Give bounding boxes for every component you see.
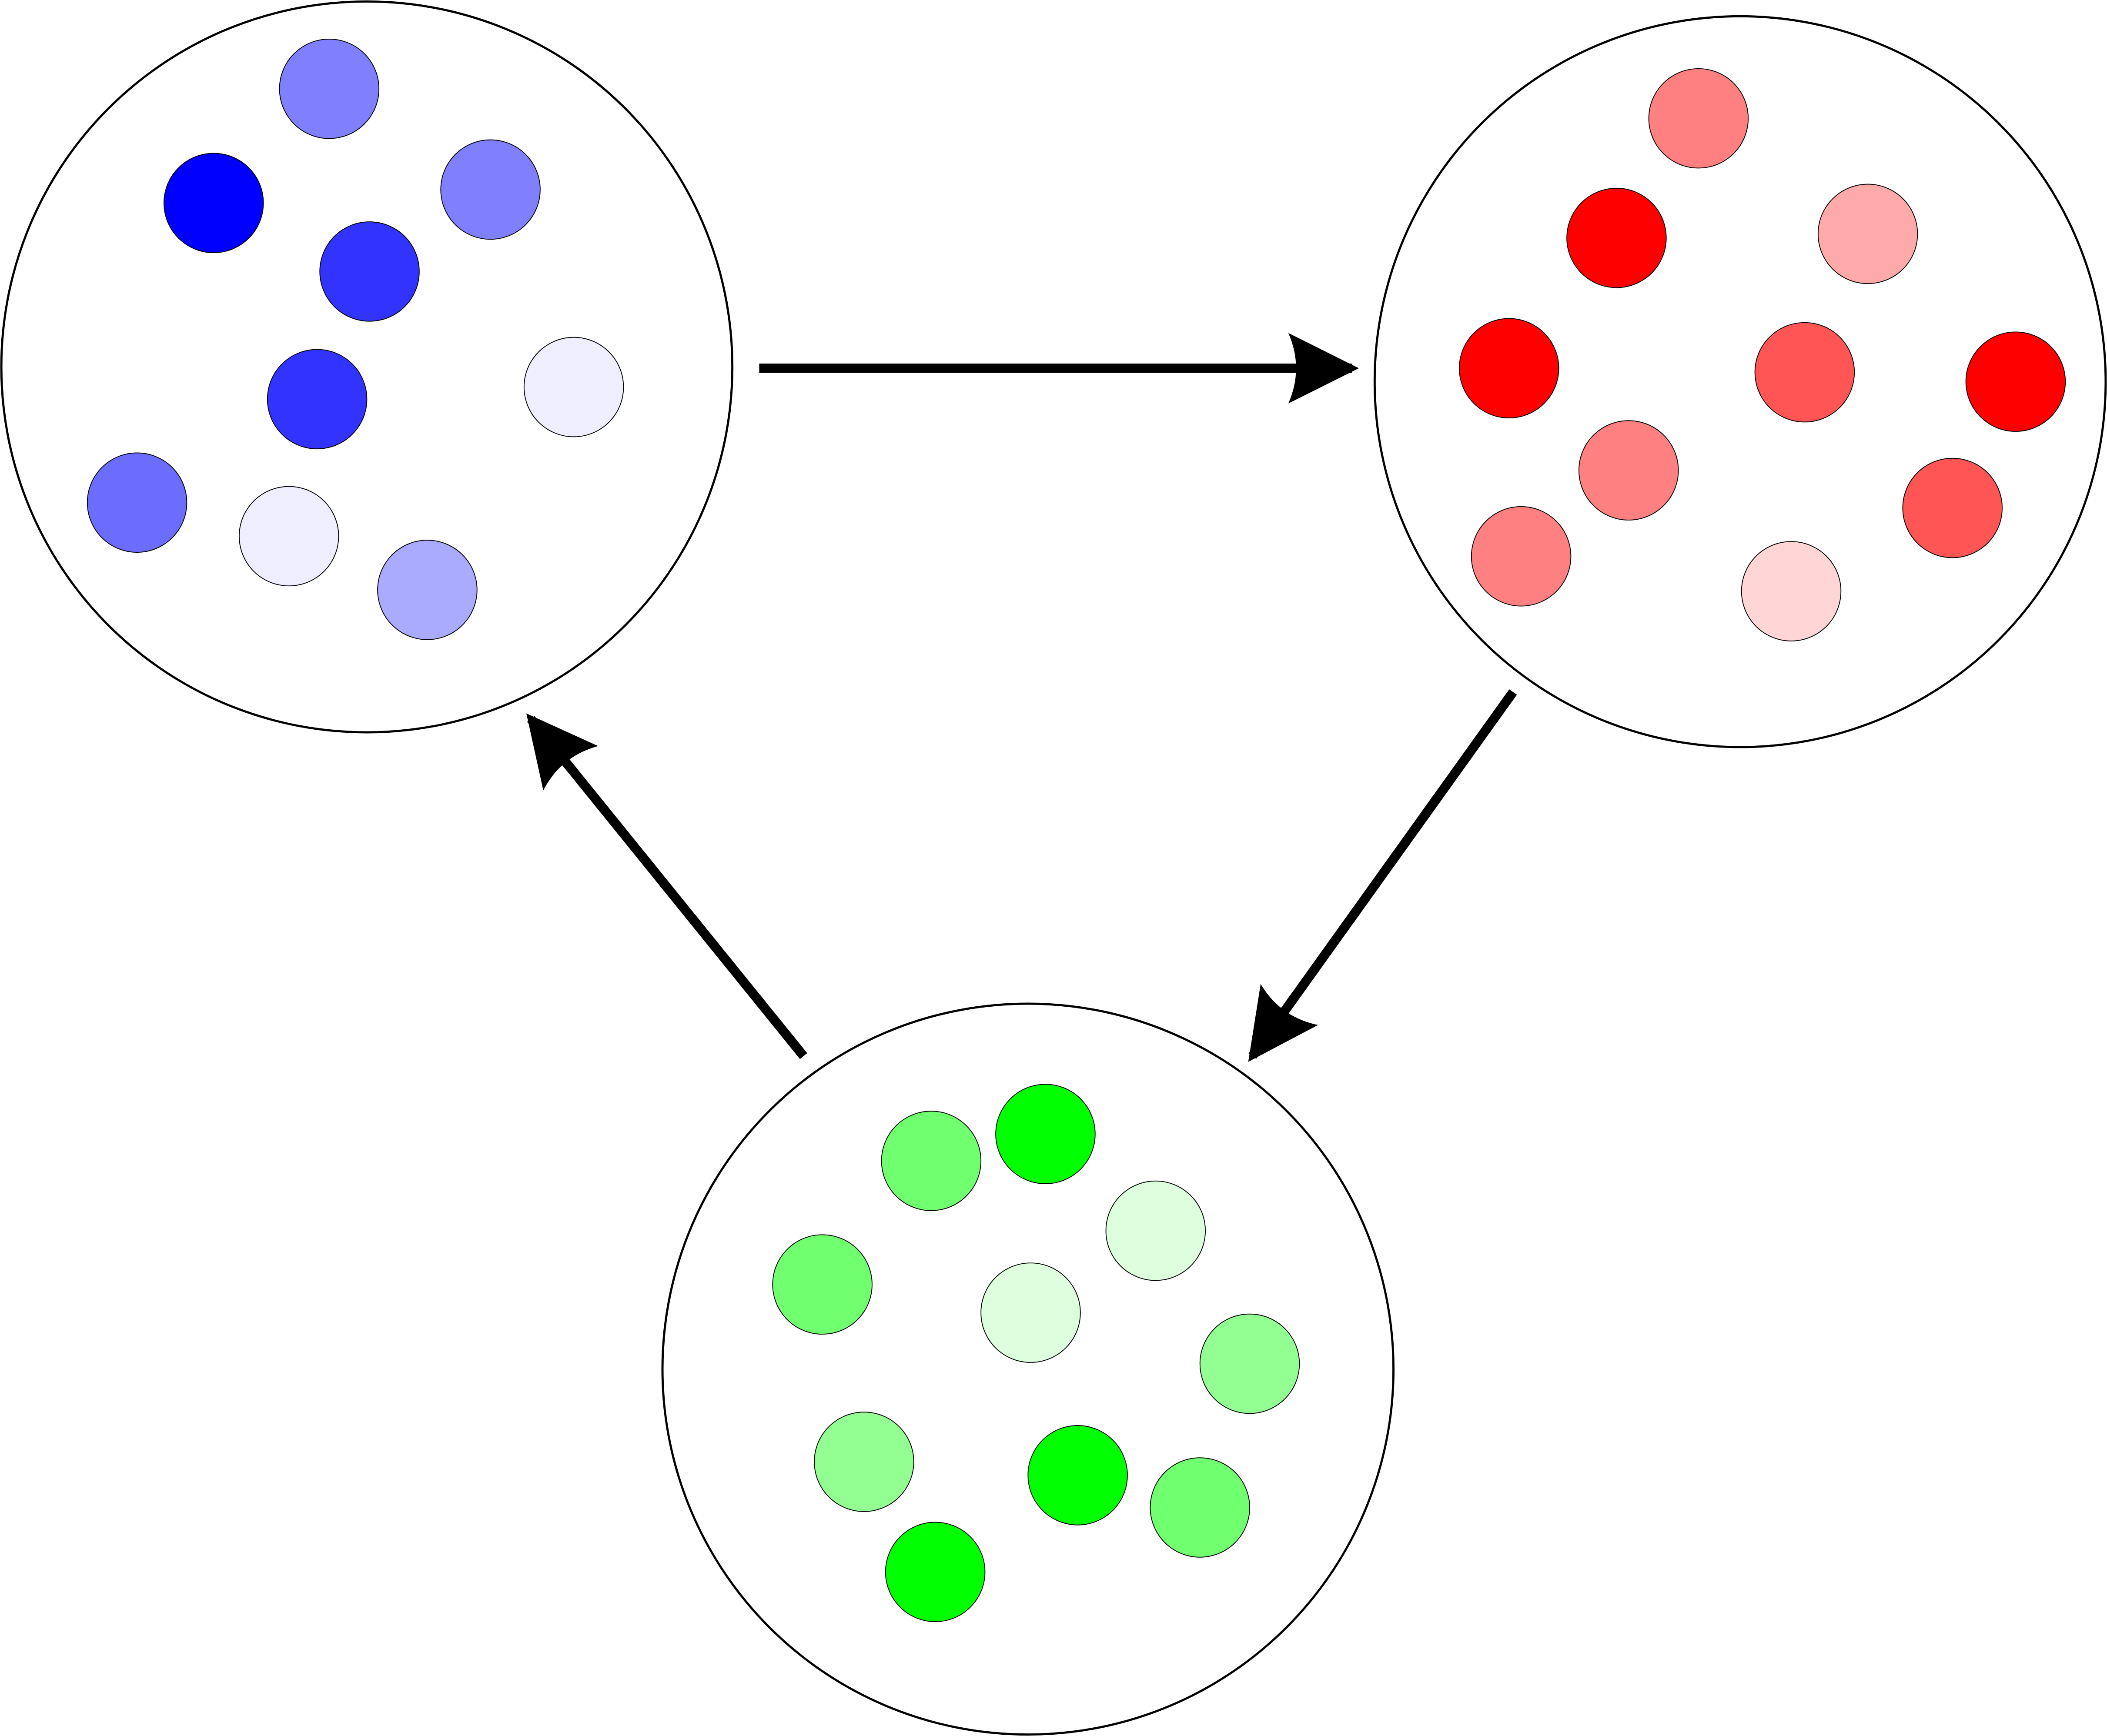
dot	[1754, 322, 1855, 423]
dot	[279, 38, 380, 139]
dot	[238, 486, 339, 587]
arrow-red-cluster-to-green-cluster	[1248, 689, 1517, 1062]
dot	[1566, 187, 1667, 288]
dot	[319, 221, 420, 322]
dot	[1471, 506, 1572, 607]
arrow-green-cluster-to-blue-cluster	[526, 713, 807, 1059]
dot	[772, 1234, 873, 1335]
blue-cluster	[0, 0, 734, 734]
dot	[980, 1262, 1081, 1363]
dot	[1150, 1457, 1250, 1558]
dot	[163, 153, 264, 254]
red-cluster	[1373, 15, 2107, 748]
dot	[1199, 1313, 1300, 1414]
dot	[1027, 1425, 1128, 1526]
dot	[87, 452, 187, 553]
dot	[1741, 541, 1842, 641]
dot	[881, 1111, 982, 1211]
dot	[267, 349, 368, 450]
dot	[885, 1522, 986, 1622]
dot	[995, 1084, 1096, 1184]
dot	[1817, 184, 1918, 284]
dot	[1578, 420, 1679, 521]
dot	[1648, 68, 1749, 169]
dot	[1965, 331, 2066, 432]
dot	[440, 139, 541, 240]
dot	[1902, 457, 2003, 558]
dot	[1459, 318, 1559, 419]
dot	[1105, 1180, 1206, 1281]
dot	[814, 1412, 914, 1512]
dot	[377, 540, 478, 640]
green-cluster	[661, 1002, 1395, 1736]
dot	[523, 337, 624, 437]
